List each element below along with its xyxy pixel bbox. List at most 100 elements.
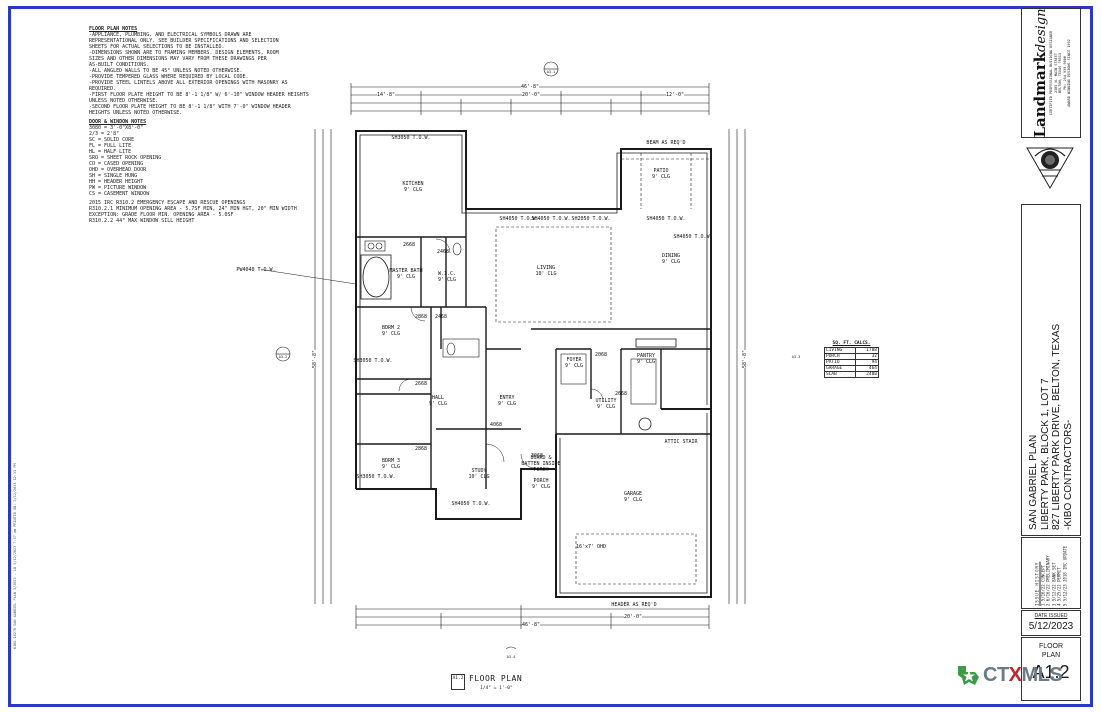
- room-ceiling: 9' CLG: [651, 174, 671, 180]
- note-line: -APPLIANCE, PLUMBING, AND ELECTRICAL SYM…: [89, 32, 252, 38]
- porch-note: BOARD & BATTEN INSIDE PORCH: [521, 455, 561, 473]
- firm-line: AWARD WINNING DESIGNS SINCE 1992: [1066, 39, 1071, 107]
- door-tag: 2468: [436, 249, 450, 255]
- overhead-door-note: 16'x7' OHD: [575, 544, 607, 550]
- association-emblem-icon: [1026, 147, 1074, 190]
- room-name: UTILITY: [595, 398, 617, 404]
- firm-name-text: Landmark: [1030, 52, 1049, 138]
- room-name: PATIO: [653, 168, 669, 174]
- issue-history: ISSUE HISTORY 1 5/16/22 CONCEPT 2 6/16/2…: [1021, 537, 1081, 609]
- file-path-stamp: KIBO 1827D SAN GABRIEL PLAN 5/2023 - LB …: [13, 463, 17, 649]
- note-line: R310.2.1 MINIMUM OPENING AREA - 5.7sf MI…: [89, 206, 297, 212]
- door-tag: 2068: [594, 352, 608, 358]
- room-ceiling: 9' CLG: [564, 363, 584, 369]
- room-name: PANTRY: [636, 353, 656, 359]
- window-tag: SH2050 T.O.W.: [571, 216, 611, 222]
- dimension-overall-bottom: 46'-8": [521, 622, 541, 628]
- window-tag: SH4050 T.O.W.: [451, 501, 491, 507]
- note-line: -SECOND FLOOR PLATE HEIGHT TO BE 8'-1 1/…: [89, 104, 291, 110]
- room-ceiling: 9' CLG: [623, 497, 643, 503]
- note-line: -PROVIDE TEMPERED GLASS WHERE REQUIRED B…: [89, 74, 249, 80]
- date-issued: DATE ISSUED 5/12/2023: [1021, 610, 1081, 636]
- note-line: FL = FULL LITE: [89, 143, 132, 149]
- dimension-top: 20'-0": [521, 92, 541, 98]
- dimension-bottom: 20'-0": [623, 614, 643, 620]
- note-line: HL = HALF LITE: [89, 149, 132, 155]
- attic-stair-note: ATTIC STAIR: [664, 439, 698, 445]
- window-tag: SH3050 T.O.W.: [353, 358, 393, 364]
- note-line: REPRESENTATIONAL ONLY. SEE BUILDER SPECI…: [89, 38, 279, 44]
- window-tag: SH4050 T.O.W.: [646, 216, 686, 222]
- sheet-number: A1.2: [1032, 662, 1070, 682]
- door-window-notes-title: DOOR & WINDOW NOTES: [89, 119, 147, 125]
- caption-title: FLOOR PLAN: [469, 674, 523, 683]
- window-tag: SH3050 T.O.W.: [356, 474, 396, 480]
- note-line: SHEETS FOR ACTUAL SELECTIONS TO BE INSTA…: [89, 44, 225, 50]
- door-tag: 2668: [614, 391, 628, 397]
- room-name: LIVING: [536, 265, 556, 271]
- door-tag: 2668: [402, 242, 416, 248]
- section-marker-bottom: A3.4: [506, 655, 516, 659]
- header-note: HEADER AS REQ'D: [611, 602, 657, 608]
- caption-sheet-ref-text: A1.2: [452, 676, 464, 681]
- note-line: SH = SINGLE HUNG: [89, 173, 138, 179]
- window-tag: SH4050 T.O.W.: [531, 216, 571, 222]
- room-ceiling: 10' CLG: [468, 474, 490, 480]
- room-name: BDRM 3: [381, 458, 401, 464]
- project-name: SAN GABRIEL PLAN: [1028, 434, 1039, 530]
- door-tag: 4068: [489, 422, 503, 428]
- door-tag: 2468: [434, 314, 448, 320]
- room-label-wic: W.I.C.9' CLG: [438, 271, 456, 283]
- room-ceiling: 9' CLG: [531, 484, 551, 490]
- drawing-caption: A1.2 FLOOR PLAN 1/4" = 1'-0": [451, 674, 522, 691]
- note-line: SRO = SHEET ROCK OPENING: [89, 155, 162, 161]
- room-ceiling: 9' CLG: [636, 359, 656, 365]
- door-tag: 2868: [414, 446, 428, 452]
- note-line: 3080 = 3'-0"x8'-0": [89, 125, 144, 131]
- note-line: UNLESS NOTED OTHERWISE.: [89, 98, 159, 104]
- room-ceiling: 9' CLG: [403, 187, 423, 193]
- dimension-right: 58'-8": [742, 349, 748, 369]
- sqft-value: 2408: [855, 371, 879, 378]
- room-name: GARAGE: [623, 491, 643, 497]
- window-tag: SH4050 T.O.W.: [673, 234, 713, 240]
- room-ceiling: 9' CLG: [381, 331, 401, 337]
- ctxmls-watermark: CTXMLS: [955, 662, 1063, 688]
- note-line: -FIRST FLOOR PLATE HEIGHT TO BE 8'-1 1/8…: [89, 92, 309, 98]
- note-line: R310.2.2 44" MAX WINDOW SILL HEIGHT: [89, 218, 195, 224]
- sqft-title: SQ. FT. CALCS.: [832, 341, 871, 346]
- door-tag: 2868: [414, 314, 428, 320]
- room-name: HALL: [431, 395, 445, 401]
- note-line: -PROVIDE STEEL LINTELS ABOVE ALL EXTERIO…: [89, 80, 288, 86]
- section-marker-top: A3.1: [546, 70, 556, 74]
- door-tag: 3068: [530, 453, 544, 459]
- note-line: HEIGHTS UNLESS NOTED OTHERWISE.: [89, 110, 183, 116]
- sheet-label-line: FLOOR: [1038, 643, 1064, 650]
- firm-name-italic: design: [1033, 8, 1049, 52]
- date-issued-value: 5/12/2023: [1028, 621, 1074, 632]
- room-ceiling: 9' CLG: [596, 404, 616, 410]
- sqft-label: SLAB: [823, 371, 857, 378]
- dimension-top: 12'-0": [665, 92, 685, 98]
- texas-star-icon: [958, 666, 979, 685]
- room-name: PORCH: [533, 478, 549, 484]
- room-ceiling: 9' CLG: [437, 277, 457, 283]
- note-line: SIZES AND OTHER DIMENSIONS MAY VARY FROM…: [89, 56, 267, 62]
- dimension-overall-top: 46'-8": [520, 84, 540, 90]
- ctx-mls: MLS: [1021, 663, 1063, 686]
- date-issued-label: DATE ISSUED: [1034, 613, 1068, 619]
- project-lot: LIBERTY PARK, BLOCK 1, LOT 7: [1039, 378, 1051, 530]
